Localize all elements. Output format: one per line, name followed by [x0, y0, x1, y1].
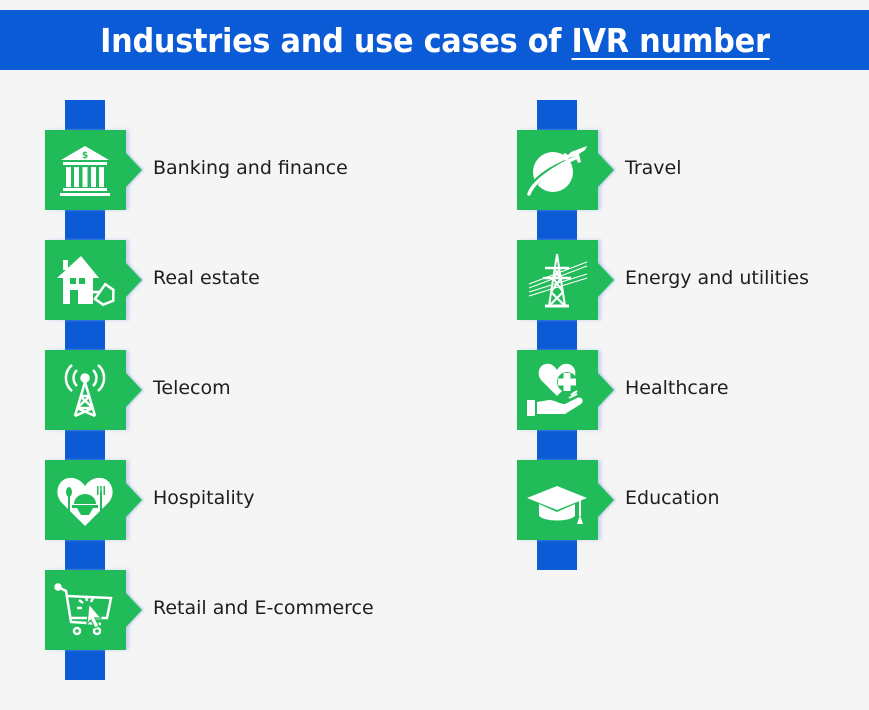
- industry-item-retail: Retail and E-commerce: [45, 570, 374, 650]
- industry-label: Banking and finance: [153, 157, 348, 179]
- arrow-pointer: [125, 372, 142, 408]
- connector: [537, 315, 577, 355]
- industry-item-travel: Travel: [517, 130, 681, 210]
- page-title: Industries and use cases of IVR number: [100, 21, 770, 60]
- industry-tile: [517, 350, 598, 430]
- connector: [65, 315, 105, 355]
- industry-label: Education: [625, 487, 720, 509]
- svg-text:$: $: [82, 151, 88, 161]
- industry-label: Healthcare: [625, 377, 729, 399]
- ivr-number-link[interactable]: IVR number: [571, 20, 770, 60]
- industry-tile: [45, 240, 126, 320]
- globe-plane-icon: [527, 146, 587, 196]
- industry-tile: [517, 130, 598, 210]
- industry-label: Telecom: [153, 377, 231, 399]
- arrow-pointer: [597, 152, 614, 188]
- industry-label: Travel: [625, 157, 682, 179]
- arrow-pointer: [597, 482, 614, 518]
- arrow-pointer: [597, 262, 614, 298]
- bank-icon: $: [60, 146, 110, 196]
- connector: [65, 535, 105, 575]
- industry-tile: $: [45, 130, 126, 210]
- arrow-pointer: [597, 372, 614, 408]
- industry-item-healthcare: Healthcare: [517, 350, 729, 430]
- connector: [65, 645, 105, 680]
- telecom-tower-icon: [64, 364, 106, 418]
- industry-label: Retail and E-commerce: [153, 597, 374, 619]
- hand-heart-icon: [527, 363, 583, 416]
- arrow-pointer: [125, 152, 142, 188]
- industry-item-education: Education: [517, 460, 720, 540]
- industry-item-banking: $ Banking and finance: [45, 130, 348, 210]
- arrow-pointer: [125, 262, 142, 298]
- industry-tile: [45, 570, 126, 650]
- arrow-pointer: [125, 482, 142, 518]
- connector: [537, 205, 577, 245]
- industry-item-telecom: Telecom: [45, 350, 231, 430]
- graduation-cap-icon: [527, 486, 587, 524]
- house-tag-icon: [57, 256, 115, 307]
- industry-label: Real estate: [153, 267, 260, 289]
- connector: [65, 100, 105, 135]
- connector: [537, 100, 577, 135]
- arrow-pointer: [125, 592, 142, 628]
- connector: [65, 425, 105, 465]
- industry-label: Hospitality: [153, 487, 255, 509]
- connector: [65, 205, 105, 245]
- industry-tile: [517, 460, 598, 540]
- connector: [537, 425, 577, 465]
- industry-label: Energy and utilities: [625, 267, 809, 289]
- industry-tile: [45, 350, 126, 430]
- shopping-cart-icon: [54, 583, 113, 636]
- industry-tile: [45, 460, 126, 540]
- industry-item-real-estate: Real estate: [45, 240, 260, 320]
- connector: [537, 535, 577, 570]
- power-pylon-icon: [528, 253, 588, 308]
- industry-item-hospitality: Hospitality: [45, 460, 255, 540]
- industry-tile: [517, 240, 598, 320]
- title-prefix: Industries and use cases of: [99, 20, 572, 60]
- header-banner: Industries and use cases of IVR number: [0, 10, 869, 70]
- heart-cloche-icon: [57, 477, 113, 526]
- industry-item-energy: Energy and utilities: [517, 240, 809, 320]
